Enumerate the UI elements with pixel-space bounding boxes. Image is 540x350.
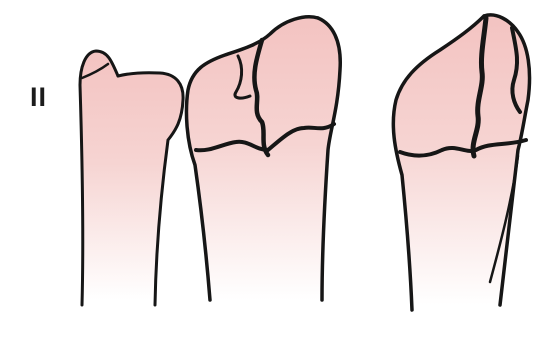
bone-2-body bbox=[186, 17, 340, 300]
bone-3-body bbox=[393, 15, 529, 305]
bone-1 bbox=[80, 51, 183, 305]
bone-1-body bbox=[80, 51, 183, 300]
bone-2 bbox=[186, 17, 340, 300]
bone-3 bbox=[393, 15, 529, 310]
